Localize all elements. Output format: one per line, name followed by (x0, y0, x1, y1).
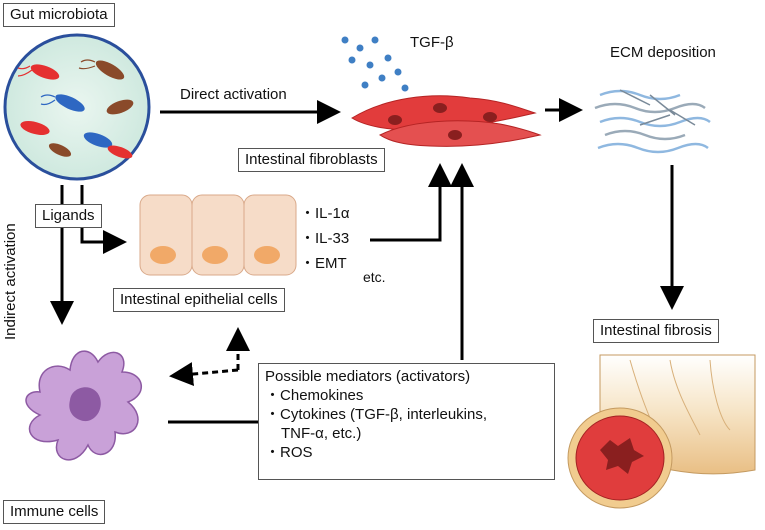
mediator-item-continued: TNF-α, etc.) (281, 425, 362, 442)
ecm-deposition-label: ECM deposition (610, 44, 716, 61)
indirect-activation-label: Indirect activation (2, 223, 19, 340)
dashed-arrow-to-immune (169, 362, 239, 387)
ligands-label: Ligands (35, 204, 102, 228)
immune-cells-label: Immune cells (3, 500, 106, 524)
mediator-item: ROS (265, 443, 548, 462)
fibroblasts-illustration (351, 95, 542, 147)
arrow-ligands-to-epithelial (80, 226, 127, 254)
epithelial-cells-illustration (139, 194, 297, 276)
tgf-beta-label: TGF-β (410, 34, 454, 51)
mediator-item: Chemokines (265, 386, 548, 405)
gut-microbiota-illustration (3, 33, 151, 181)
factor-il-33: IL-33 (300, 230, 349, 248)
mediators-title: Possible mediators (activators) (265, 368, 471, 385)
immune-cell-illustration (25, 350, 143, 461)
arrows (50, 98, 684, 424)
factor-emt: EMT (300, 255, 347, 273)
factor-il-1a: IL-1α (300, 205, 350, 223)
ecm-fibers (594, 89, 711, 154)
intestinal-fibrosis-illustration (567, 354, 756, 509)
factor-etc: etc. (363, 269, 386, 285)
arrow-epithelial-to-fibroblast (370, 163, 452, 242)
mediator-item: Cytokines (TGF-β, interleukins, (265, 405, 548, 424)
intestinal-fibroblasts-label: Intestinal fibroblasts (238, 148, 385, 172)
intestinal-fibrosis-label: Intestinal fibrosis (593, 319, 719, 343)
possible-mediators-box: Possible mediators (activators) Chemokin… (258, 363, 555, 480)
gut-microbiota-label: Gut microbiota (3, 3, 115, 27)
bacteria (17, 59, 134, 159)
direct-activation-label: Direct activation (180, 86, 287, 103)
tgf-beta-molecules (341, 36, 409, 92)
intestinal-epithelial-cells-label: Intestinal epithelial cells (113, 288, 285, 312)
